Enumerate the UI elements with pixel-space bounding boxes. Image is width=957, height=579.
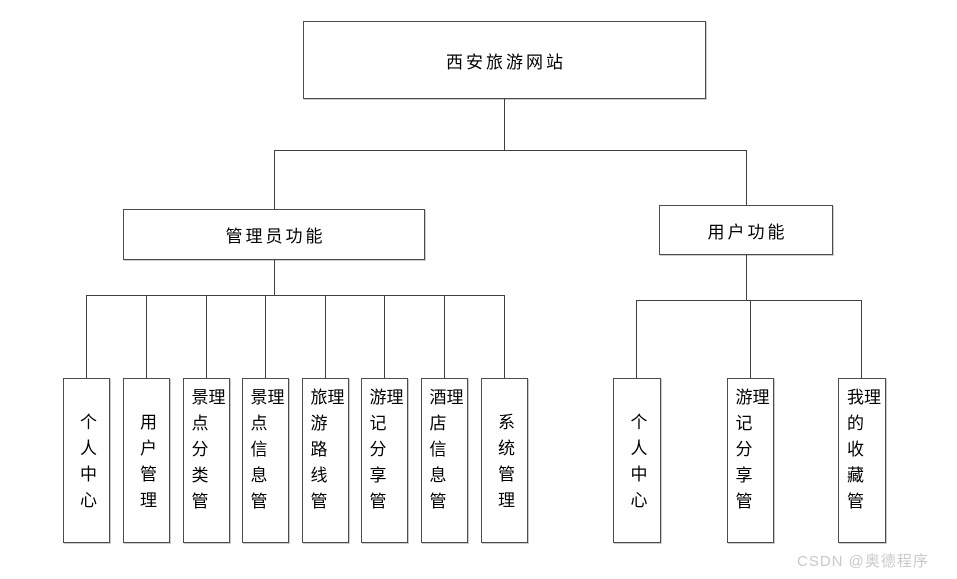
connector-admin-drop <box>274 150 275 209</box>
node-user-my-favorites-management: 我的收藏管理 <box>838 378 886 543</box>
node-admin-user-management: 用户管理 <box>123 378 170 543</box>
connector-user-drop <box>746 150 747 205</box>
connector-admin-bus <box>86 295 505 296</box>
connector-admin-child-drop <box>86 295 87 378</box>
node-admin-personal-center-label: 个人中心 <box>77 413 96 517</box>
node-admin-system-management-label: 系统管理 <box>495 413 514 517</box>
node-user-functions: 用户功能 <box>659 205 833 255</box>
connector-admin-child-drop <box>325 295 326 378</box>
node-user-travel-notes-sharing-management-label: 游记分享管理 <box>732 388 769 518</box>
node-user-functions-label: 用户功能 <box>707 222 788 242</box>
node-site-title-label: 西安旅游网站 <box>446 52 566 72</box>
node-admin-personal-center: 个人中心 <box>63 378 110 543</box>
node-admin-hotel-info-management: 酒店信息管理 <box>421 378 468 543</box>
node-admin-attraction-info-management: 景点信息管理 <box>242 378 289 543</box>
node-user-personal-center: 个人中心 <box>613 378 661 543</box>
connector-user-child-drop <box>750 300 751 378</box>
node-user-my-favorites-management-label: 我的收藏管理 <box>844 388 880 518</box>
connector-user-child-drop <box>636 300 637 378</box>
connector-admin-child-drop <box>206 295 207 378</box>
csdn-watermark: CSDN @奥德程序 <box>797 553 929 570</box>
connector-user-child-drop <box>861 300 862 378</box>
node-admin-functions-label: 管理员功能 <box>225 227 326 246</box>
connector-admin-child-drop <box>265 295 266 378</box>
node-admin-travel-notes-sharing-management: 游记分享管理 <box>361 378 408 543</box>
connector-level1-bus <box>274 150 747 151</box>
connector-admin-child-drop <box>444 295 445 378</box>
connector-root-stem <box>504 99 505 150</box>
node-admin-attraction-info-management-label: 景点信息管理 <box>247 388 284 518</box>
node-admin-user-management-label: 用户管理 <box>137 413 156 517</box>
node-admin-system-management: 系统管理 <box>481 378 528 543</box>
node-admin-hotel-info-management-label: 酒店信息管理 <box>426 388 463 518</box>
node-admin-travel-route-management-label: 旅游路线管理 <box>307 388 344 518</box>
node-site-title: 西安旅游网站 <box>303 21 706 99</box>
node-admin-attraction-category-management-label: 景点分类管理 <box>188 388 225 518</box>
connector-user-bus <box>636 300 862 301</box>
connector-admin-child-drop <box>146 295 147 378</box>
node-admin-travel-notes-sharing-management-label: 游记分享管理 <box>366 388 403 518</box>
node-user-travel-notes-sharing-management: 游记分享管理 <box>727 378 774 543</box>
connector-admin-child-drop <box>504 295 505 378</box>
node-admin-attraction-category-management: 景点分类管理 <box>183 378 230 543</box>
node-admin-travel-route-management: 旅游路线管理 <box>302 378 349 543</box>
node-user-personal-center-label: 个人中心 <box>627 413 647 517</box>
connector-admin-stem <box>274 260 275 295</box>
connector-admin-child-drop <box>384 295 385 378</box>
node-admin-functions: 管理员功能 <box>123 209 425 260</box>
connector-user-stem <box>746 255 747 300</box>
